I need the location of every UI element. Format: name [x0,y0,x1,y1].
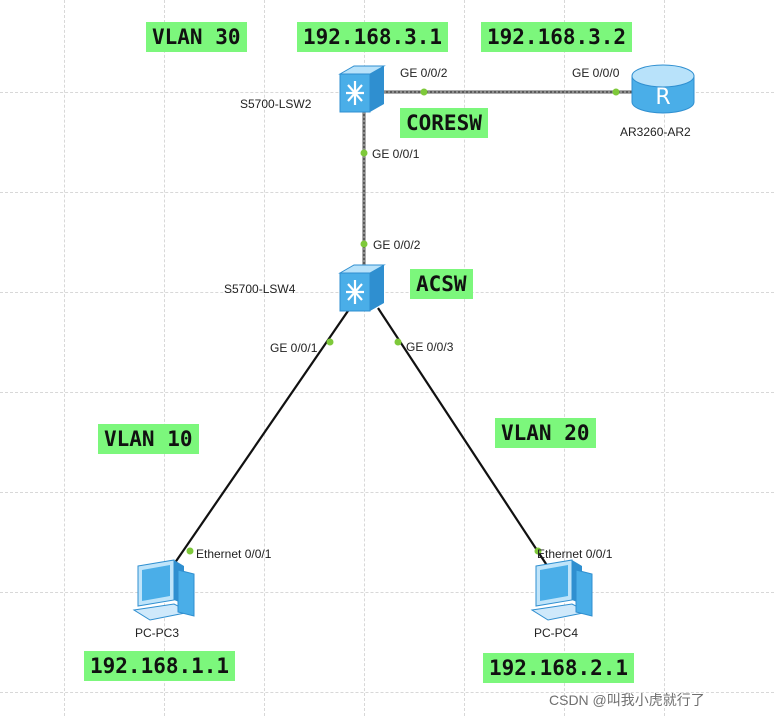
port-label-lsw4-ge001: GE 0/0/1 [270,341,318,355]
pc4-ip-label: 192.168.2.1 [483,653,635,683]
port-dot-pc4-eth [534,547,542,555]
port-dot-lsw4-ge003 [394,338,402,346]
router-icon[interactable]: R [628,62,698,118]
port-label-lsw4-ge002: GE 0/0/2 [373,238,421,252]
port-label-ar2-ge000: GE 0/0/0 [572,66,620,80]
grid-line [264,0,265,716]
vlan10-label: VLAN 10 [98,424,199,454]
watermark: CSDN @叫我小虎就行了 [549,692,705,708]
grid-line [464,0,465,716]
port-dot-lsw4-ge002 [360,240,368,248]
port-dot-ar2-ge000 [612,88,620,96]
svg-text:R: R [655,85,670,110]
port-label-lsw2-ge001: GE 0/0/1 [372,147,420,161]
port-dot-lsw2-ge001 [360,149,368,157]
device-name-ar2: AR3260-AR2 [620,125,691,139]
vlan20-label: VLAN 20 [495,418,596,448]
grid-line [0,692,774,693]
switch-icon[interactable] [334,263,390,315]
port-dot-lsw4-ge001 [326,338,334,346]
grid-line [64,0,65,716]
port-dot-lsw2-ge002 [420,88,428,96]
router-ip-label: 192.168.3.2 [481,22,633,52]
grid-line [0,392,774,393]
switch-icon[interactable] [334,64,390,116]
acsw-label: ACSW [410,269,473,299]
port-label-pc3-eth: Ethernet 0/0/1 [196,547,272,561]
pc-icon[interactable] [528,556,598,626]
grid-line [0,192,774,193]
vlan30-label: VLAN 30 [146,22,247,52]
pc-icon[interactable] [130,556,200,626]
grid-line [664,0,665,716]
link-lsw4-pc4[interactable] [377,307,551,571]
coresw-label: CORESW [400,108,488,138]
grid-line [0,492,774,493]
link-lsw4-pc3[interactable] [169,307,351,571]
device-name-lsw4: S5700-LSW4 [224,282,296,296]
device-name-pc4: PC-PC4 [534,626,579,640]
port-dot-pc3-eth [186,547,194,555]
port-label-lsw2-ge002: GE 0/0/2 [400,66,448,80]
port-label-lsw4-ge003: GE 0/0/3 [406,340,454,354]
pc3-ip-label: 192.168.1.1 [84,651,236,681]
grid-line [364,0,365,716]
coresw-ip-label: 192.168.3.1 [297,22,449,52]
grid-line [0,292,774,293]
device-name-lsw2: S5700-LSW2 [240,97,312,111]
grid-line [0,592,774,593]
grid-line [164,0,165,716]
port-label-pc4-eth: Ethernet 0/0/1 [537,547,613,561]
device-name-pc3: PC-PC3 [135,626,180,640]
grid-line [564,0,565,716]
